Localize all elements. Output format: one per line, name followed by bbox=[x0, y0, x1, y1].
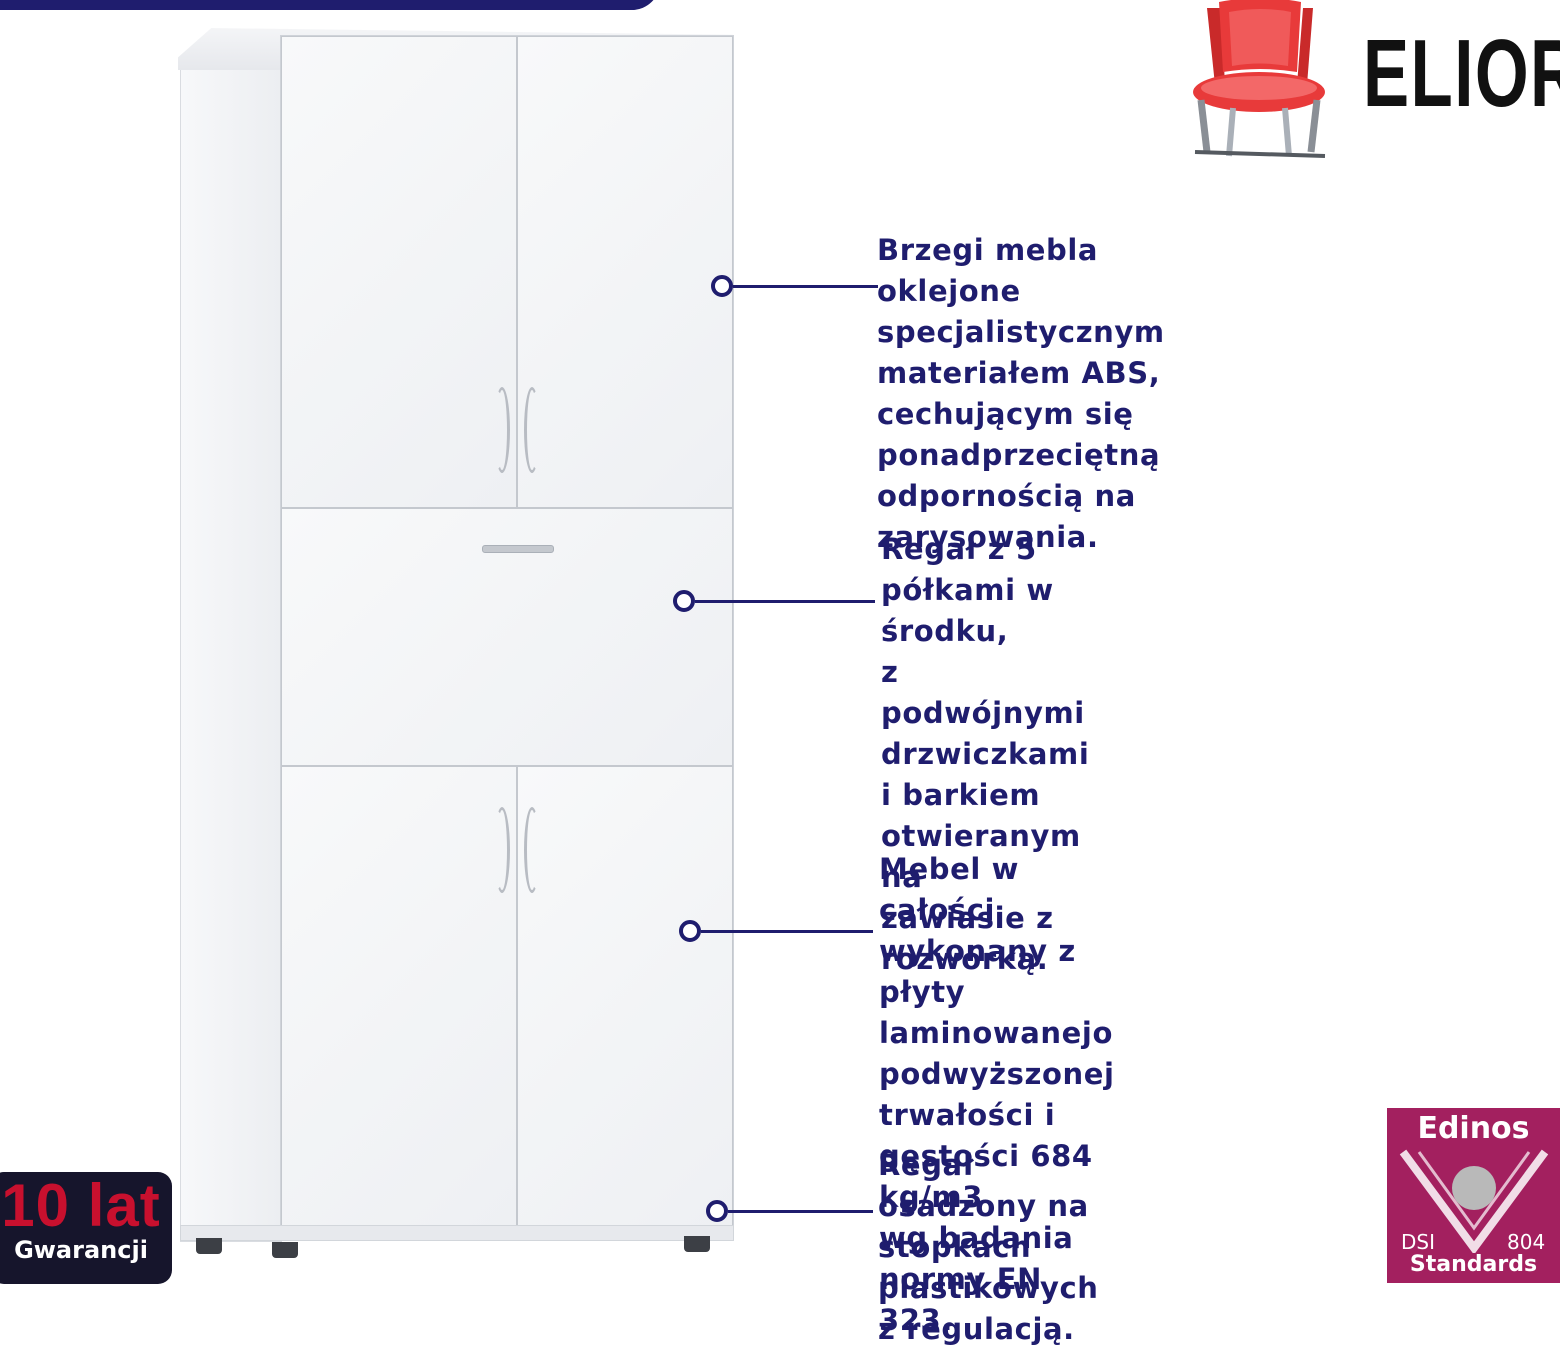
brand-name: ELIOR bbox=[1363, 20, 1560, 127]
cert-standard: Standards bbox=[1409, 1252, 1538, 1277]
callout-line bbox=[695, 600, 875, 603]
callout-dot bbox=[711, 275, 733, 297]
warranty-badge: 10 lat Gwarancji bbox=[0, 1172, 172, 1284]
cabinet-plinth bbox=[180, 1225, 734, 1241]
callout-dot bbox=[679, 920, 701, 942]
callout-text: Regał osadzony na stopkach plastikowych … bbox=[878, 1148, 1099, 1346]
callout-dot bbox=[673, 590, 695, 612]
cabinet-foot bbox=[272, 1242, 298, 1258]
warranty-years: 10 lat bbox=[1, 1172, 161, 1239]
cabinet-side-panel bbox=[180, 60, 282, 1242]
door-handle bbox=[524, 807, 540, 893]
top-banner bbox=[0, 0, 660, 10]
lower-left-door bbox=[281, 766, 517, 1231]
cabinet-foot bbox=[684, 1236, 710, 1252]
door-handle bbox=[494, 387, 510, 473]
certification-badge: Edinos DSI 804 Standards bbox=[1387, 1108, 1560, 1283]
callout-line bbox=[728, 1210, 873, 1213]
cert-code-left: DSI bbox=[1401, 1230, 1435, 1254]
cabinet-image bbox=[0, 0, 760, 1283]
upper-right-door bbox=[517, 36, 733, 508]
check-mark-icon bbox=[1399, 1149, 1549, 1253]
upper-left-door bbox=[281, 36, 517, 508]
warranty-label: Gwarancji bbox=[14, 1236, 148, 1264]
door-handle bbox=[524, 387, 540, 473]
brand-logo: ELIOR bbox=[1185, 0, 1560, 160]
callout-line bbox=[701, 930, 873, 933]
cert-name: Edinos bbox=[1417, 1111, 1530, 1146]
callout-line bbox=[733, 285, 878, 288]
door-handle bbox=[494, 807, 510, 893]
callout-text: Regał z 5 półkami w środku, z podwójnymi… bbox=[881, 532, 1090, 976]
chair-icon bbox=[1193, 0, 1326, 158]
cabinet-foot bbox=[196, 1238, 222, 1254]
cert-code-right: 804 bbox=[1507, 1230, 1546, 1254]
lower-right-door bbox=[517, 766, 733, 1231]
bar-flap-door bbox=[281, 508, 733, 766]
callout-text: Brzegi mebla oklejone specjalistycznym m… bbox=[877, 233, 1165, 554]
flap-handle bbox=[482, 545, 554, 553]
callout-dot bbox=[706, 1200, 728, 1222]
cabinet-front bbox=[280, 35, 734, 1232]
